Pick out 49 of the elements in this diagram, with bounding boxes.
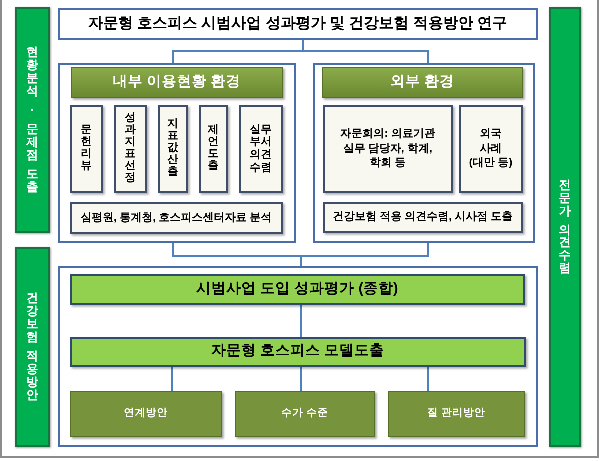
side-band	[15, 7, 50, 233]
result-label: 질 관리방안	[428, 406, 486, 422]
step-box	[70, 105, 103, 193]
result-label: 연계방안	[124, 406, 168, 422]
header-text: 외부 환경	[390, 72, 455, 92]
box-text: 건강보험 적용 의견수렴, 시사점 도출	[332, 210, 514, 226]
side-band	[549, 7, 581, 447]
step-label: 성과지표선정	[125, 113, 136, 185]
summary-box	[70, 202, 283, 234]
connector-line	[427, 367, 429, 391]
box-text: 심평원, 통계청, 호스피스센터자료 분석	[80, 210, 272, 226]
title-text: 자문형 호스피스 시범사업 성과평가 및 건강보험 적용방안 연구	[88, 14, 508, 34]
header-bar	[322, 67, 523, 98]
process-bar	[70, 337, 526, 367]
step-box	[158, 105, 188, 193]
step-label: 문헌리뷰	[81, 125, 92, 173]
panel-frame	[58, 266, 538, 447]
bar-label: 시범사업 도입 성과평가 (종합)	[196, 280, 398, 299]
bar-label: 자문형 호스피스 모델도출	[211, 342, 385, 362]
note-box	[323, 105, 453, 193]
step-label: 실무부서의견수렴	[249, 124, 273, 174]
connector-line	[300, 243, 429, 266]
note-box	[459, 105, 523, 193]
result-box	[388, 391, 525, 437]
result-box	[235, 391, 375, 437]
vertical-label: 건강보험 적용방안	[26, 292, 38, 402]
box-text: 외국 사례 (대만 등)	[468, 126, 514, 172]
title-box	[58, 8, 538, 40]
header-text: 내부 이용현황 환경	[112, 72, 242, 92]
header-bar	[71, 67, 283, 98]
step-label: 제언도출	[208, 125, 219, 173]
panel-frame	[313, 63, 535, 243]
connector-line	[300, 305, 302, 337]
vertical-label: 전문가 의견수렴	[559, 178, 571, 276]
connector-line	[300, 367, 302, 391]
step-box	[239, 105, 283, 193]
summary-box	[323, 202, 523, 233]
vertical-label: 현황분석 · 문제점 도출	[26, 46, 38, 194]
connector-line	[302, 40, 429, 63]
step-box	[199, 105, 228, 193]
result-label: 수가 수준	[282, 406, 328, 422]
step-box	[114, 105, 147, 193]
connector-line	[171, 367, 173, 391]
side-band	[15, 247, 50, 447]
step-label: 지표값산출	[168, 119, 178, 179]
result-box	[70, 391, 222, 437]
box-text: 자문회의: 의료기관 실무 담당자, 학계, 학회 등	[340, 126, 436, 172]
panel-frame	[58, 63, 296, 243]
process-bar	[70, 274, 525, 305]
